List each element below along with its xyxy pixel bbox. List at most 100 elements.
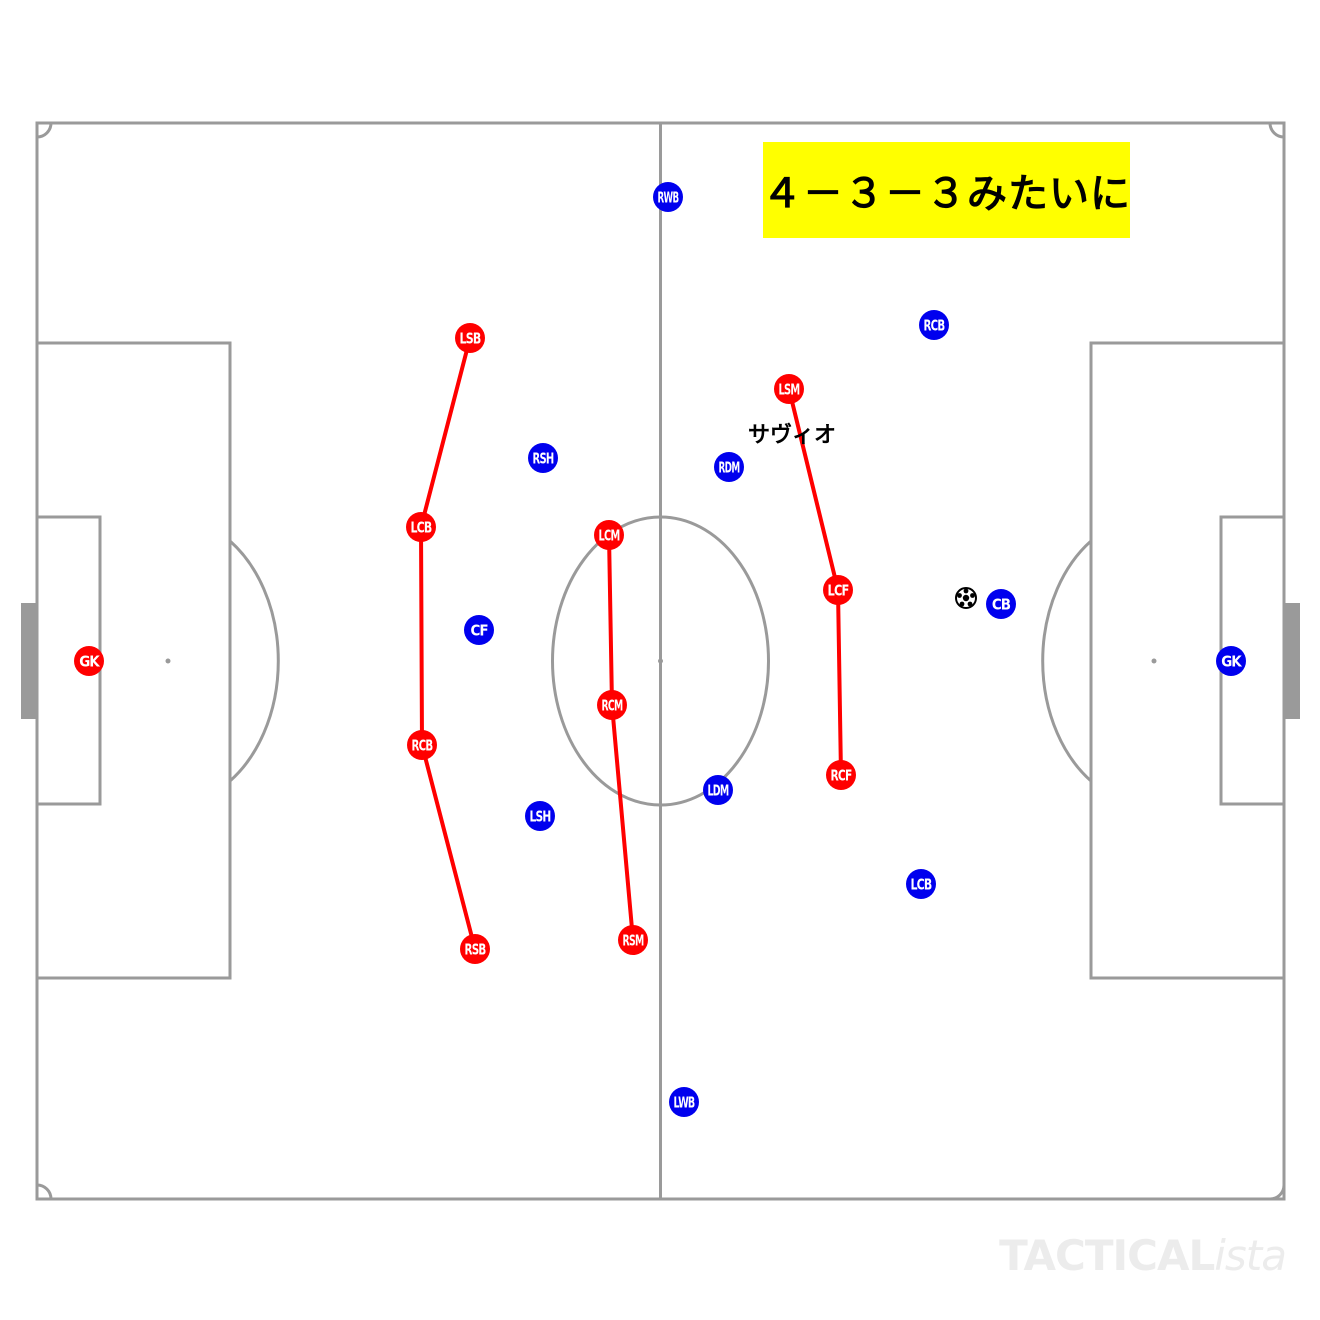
blue-player-marker bbox=[669, 1087, 699, 1117]
blue-player-label: LWB bbox=[674, 1094, 696, 1112]
ball-patch bbox=[967, 601, 973, 607]
red-player-label: LSB bbox=[460, 330, 482, 348]
soccer-ball-icon[interactable] bbox=[955, 587, 977, 609]
blue-player-label: LSH bbox=[530, 808, 552, 826]
blue-player-gk[interactable]: GK bbox=[1216, 646, 1246, 676]
red-player-lcm[interactable]: LCM bbox=[594, 520, 624, 550]
left-penalty-area bbox=[35, 341, 232, 980]
red-line-lsb-lcb bbox=[419, 336, 472, 529]
blue-player-lcb[interactable]: LCB bbox=[906, 869, 936, 899]
red-team-lines bbox=[419, 336, 843, 951]
blue-player-label: RSH bbox=[533, 450, 555, 468]
formation-note: ４－３－３みたいに bbox=[762, 142, 1131, 238]
blue-player-cf[interactable]: CF bbox=[464, 615, 494, 645]
corner-arc-bottom-right bbox=[1269, 1184, 1286, 1201]
ball-layer bbox=[955, 587, 977, 609]
blue-player-marker bbox=[464, 615, 494, 645]
blue-player-marker bbox=[1216, 646, 1246, 676]
red-player-rcb[interactable]: RCB bbox=[407, 730, 437, 760]
left-penalty-arc bbox=[229, 539, 280, 783]
left-penalty-spot bbox=[165, 658, 171, 664]
blue-player-label: GK bbox=[1221, 653, 1242, 671]
red-line-lsm-lcf bbox=[787, 387, 840, 592]
corner-arc-top-left bbox=[36, 122, 53, 139]
right-penalty-spot bbox=[1151, 658, 1157, 664]
blue-player-label: RDM bbox=[719, 459, 740, 477]
left-goal bbox=[21, 603, 37, 719]
red-player-marker bbox=[597, 690, 627, 720]
blue-player-lwb[interactable]: LWB bbox=[669, 1087, 699, 1117]
corner-arc-top-right bbox=[1268, 122, 1285, 139]
blue-player-label: CF bbox=[470, 622, 488, 640]
watermark-brand: TACTICAL bbox=[999, 1231, 1215, 1280]
blue-player-cb[interactable]: CB bbox=[986, 589, 1016, 619]
red-player-marker bbox=[406, 512, 436, 542]
red-player-label: GK bbox=[79, 653, 100, 671]
blue-player-label: CB bbox=[992, 596, 1011, 614]
blue-player-label: LCB bbox=[911, 876, 933, 894]
right-penalty-area bbox=[1089, 341, 1286, 980]
formation-note-text: ４－３－３みたいに bbox=[762, 171, 1131, 217]
red-player-label: RSB bbox=[465, 941, 487, 959]
red-line-rcm-rsm bbox=[610, 703, 635, 942]
blue-player-ldm[interactable]: LDM bbox=[703, 775, 733, 805]
blue-player-marker bbox=[525, 801, 555, 831]
red-line-lcm-rcm bbox=[607, 533, 614, 707]
players-layer: GK LSB LCB RCB RSB LCM RCM RSM LSM LCF RCF RWB RCB RS… bbox=[74, 182, 1246, 1117]
red-player-marker bbox=[618, 925, 648, 955]
red-player-lcb[interactable]: LCB bbox=[406, 512, 436, 542]
ball-patch bbox=[970, 593, 975, 598]
watermark-logo: TACTICALista bbox=[999, 1231, 1287, 1280]
blue-player-rcb[interactable]: RCB bbox=[919, 310, 949, 340]
blue-player-lsh[interactable]: LSH bbox=[525, 801, 555, 831]
ball-patch bbox=[957, 593, 962, 598]
corner-arc-bottom-left bbox=[36, 1183, 53, 1200]
red-line-lcf-rcf bbox=[836, 588, 843, 777]
blue-player-marker bbox=[528, 443, 558, 473]
ball-patch bbox=[962, 594, 970, 602]
red-player-label: LCM bbox=[599, 527, 620, 545]
blue-player-marker bbox=[703, 775, 733, 805]
red-player-marker bbox=[594, 520, 624, 550]
red-player-label: RCF bbox=[831, 767, 853, 785]
blue-player-label: RCB bbox=[924, 317, 946, 335]
red-player-rcm[interactable]: RCM bbox=[597, 690, 627, 720]
red-player-label: LCF bbox=[828, 582, 850, 600]
red-player-lsm[interactable]: LSM bbox=[774, 374, 804, 404]
blue-player-marker bbox=[906, 869, 936, 899]
blue-player-label: LDM bbox=[708, 782, 729, 800]
blue-player-marker bbox=[714, 452, 744, 482]
red-player-marker bbox=[460, 934, 490, 964]
red-player-marker bbox=[774, 374, 804, 404]
watermark-suffix: ista bbox=[1214, 1231, 1287, 1280]
ball-patch bbox=[963, 588, 969, 594]
red-player-marker bbox=[407, 730, 437, 760]
red-player-lcf[interactable]: LCF bbox=[823, 575, 853, 605]
red-player-rcf[interactable]: RCF bbox=[826, 760, 856, 790]
pitch-spots bbox=[21, 603, 1300, 719]
blue-player-marker bbox=[986, 589, 1016, 619]
red-player-lsb[interactable]: LSB bbox=[455, 323, 485, 353]
center-circle bbox=[551, 515, 770, 807]
blue-player-rwb[interactable]: RWB bbox=[653, 182, 683, 212]
red-player-label: LCB bbox=[411, 519, 433, 537]
red-player-label: LSM bbox=[779, 381, 800, 399]
blue-player-rsh[interactable]: RSH bbox=[528, 443, 558, 473]
blue-player-marker bbox=[919, 310, 949, 340]
red-player-marker bbox=[455, 323, 485, 353]
blue-player-rdm[interactable]: RDM bbox=[714, 452, 744, 482]
player-caption: サヴィオ bbox=[748, 422, 836, 448]
blue-player-marker bbox=[653, 182, 683, 212]
ball-patch bbox=[959, 601, 965, 607]
red-player-marker bbox=[74, 646, 104, 676]
red-player-rsm[interactable]: RSM bbox=[618, 925, 648, 955]
red-player-label: RCB bbox=[412, 737, 434, 755]
red-player-gk[interactable]: GK bbox=[74, 646, 104, 676]
red-line-lcb-rcb bbox=[419, 525, 424, 747]
red-player-label: RCM bbox=[602, 697, 623, 715]
right-penalty-arc bbox=[1041, 539, 1092, 783]
red-player-label: RSM bbox=[623, 932, 644, 950]
blue-player-label: RWB bbox=[658, 189, 679, 207]
center-spot bbox=[658, 658, 663, 664]
red-player-rsb[interactable]: RSB bbox=[460, 934, 490, 964]
